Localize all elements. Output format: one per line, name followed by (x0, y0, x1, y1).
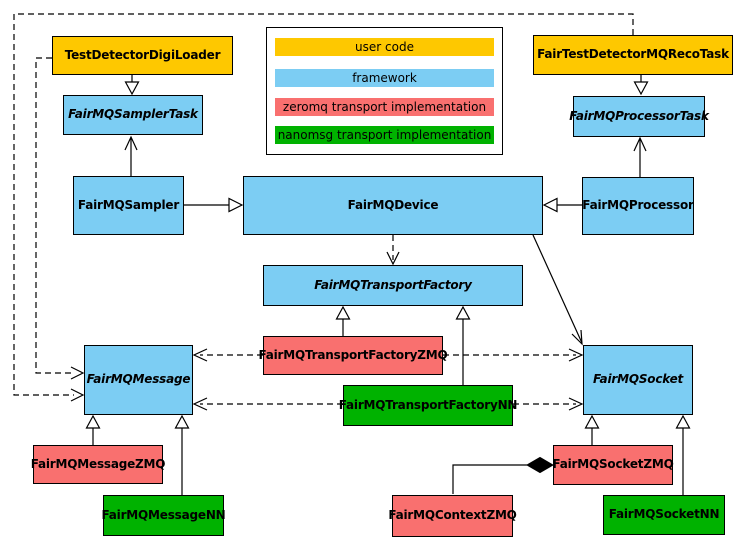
node-fairmqtransportfactorynn: FairMQTransportFactoryNN (339, 385, 517, 426)
node-fairmqmessagenn: FairMQMessageNN (101, 495, 226, 536)
edge-messagenn-extends-message (174, 414, 190, 495)
node-fairmqtransportfactory: FairMQTransportFactory (263, 265, 523, 306)
edge-digiloader-extends-samplertask (124, 75, 140, 96)
node-fairmqsocketnn: FairMQSocketNN (603, 495, 725, 535)
edge-socketzmq-extends-socket (584, 414, 600, 445)
legend-item-zeromq: zeromq transport implementation (275, 98, 494, 116)
edge-device-uses-socket (532, 234, 583, 346)
node-fairmqsampler: FairMQSampler (73, 176, 184, 235)
edge-socketnn-extends-socket (675, 414, 691, 495)
node-fairmqsocket: FairMQSocket (583, 345, 693, 415)
edge-factorynn-creates-message (192, 397, 343, 411)
edge-processor-extends-device (542, 197, 582, 213)
node-fairtestdetectormqrecotask: FairTestDetectorMQRecoTask (533, 35, 733, 75)
edge-device-depends-transportfactory (386, 235, 400, 266)
edge-factoryzmq-creates-message (192, 348, 263, 362)
edge-sampler-uses-samplertask (124, 135, 138, 176)
node-fairmqmessagezmq: FairMQMessageZMQ (31, 445, 166, 484)
node-fairmqprocessortask: FairMQProcessorTask (569, 96, 709, 137)
node-fairmqdevice: FairMQDevice (243, 176, 543, 235)
node-fairmqsocketzmq: FairMQSocketZMQ (552, 445, 674, 485)
edge-digiloader-depends-message (35, 57, 85, 380)
edge-recotask-depends-message (13, 13, 634, 402)
edge-socketzmq-composes-contextzmq (452, 456, 555, 494)
edge-factoryzmq-extends-transportfactory (335, 305, 351, 336)
edge-factorynn-extends-transportfactory (455, 305, 471, 385)
node-testdetectordigiloader: TestDetectorDigiLoader (52, 36, 233, 75)
node-fairmqtransportfactoryzmq: FairMQTransportFactoryZMQ (258, 336, 448, 375)
edge-factoryzmq-creates-socket (443, 348, 584, 362)
legend-item-user-code: user code (275, 38, 494, 56)
legend-item-nanomsg: nanomsg transport implementation (275, 126, 494, 144)
edge-processor-uses-processortask (633, 136, 647, 177)
node-fairmqmessage: FairMQMessage (84, 345, 193, 415)
edge-recotask-extends-processortask (633, 75, 649, 96)
node-fairmqcontextzmq: FairMQContextZMQ (388, 495, 517, 537)
edge-factorynn-creates-socket (513, 397, 584, 411)
node-fairmqsamplertask: FairMQSamplerTask (63, 95, 203, 135)
node-fairmqprocessor: FairMQProcessor (582, 177, 694, 235)
legend-item-framework: framework (275, 69, 494, 87)
legend: user code framework zeromq transport imp… (266, 27, 503, 155)
edge-messagezmq-extends-message (85, 414, 101, 445)
edge-sampler-extends-device (184, 197, 244, 213)
